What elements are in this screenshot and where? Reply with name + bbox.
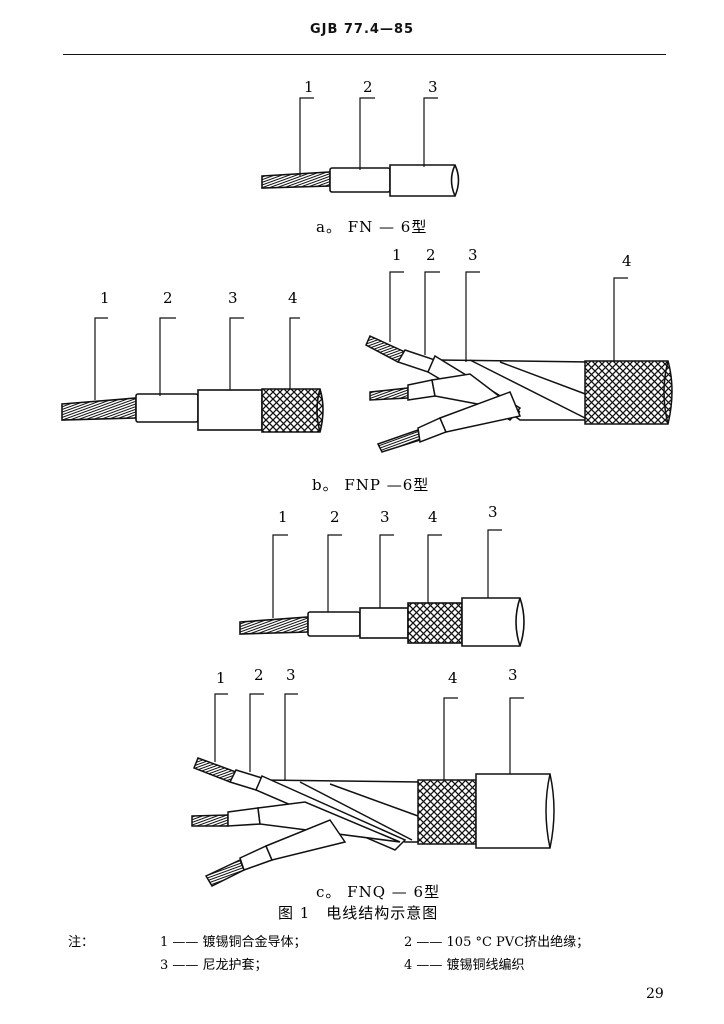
callout-c-single-4: 4 xyxy=(428,508,438,526)
caption-c: c。 FNQ — 6型 xyxy=(316,883,440,901)
legend-item-1: 1 —— 镀锡铜合金导体； xyxy=(160,934,307,950)
legend-note-label: 注： xyxy=(68,935,94,950)
callout-a-3: 3 xyxy=(428,78,438,96)
figure-a-cable xyxy=(261,164,460,197)
legend-item-4: 4 —— 镀锡铜线编织 xyxy=(404,957,525,973)
legend-item-2: 2 —— 105 °C PVC挤出绝缘； xyxy=(404,934,589,950)
figure-title: 图 1 电线结构示意图 xyxy=(278,904,438,922)
jacket-icon xyxy=(197,389,263,431)
figure-c-multi-cable xyxy=(191,757,555,887)
jacket-icon xyxy=(389,164,460,197)
callout-c-multi-3: 3 xyxy=(286,666,296,684)
callout-c-multi-2: 2 xyxy=(254,666,264,684)
insulation-icon xyxy=(135,393,199,423)
callout-b-single-3: 3 xyxy=(228,289,238,307)
callout-b-multi-1: 1 xyxy=(392,246,402,264)
figure-b-single-leaders xyxy=(94,317,300,400)
figure-b-multi-leaders xyxy=(389,271,628,362)
caption-b: b。 FNP —6型 xyxy=(312,476,429,494)
callout-b-single-4: 4 xyxy=(288,289,298,307)
conductor-icon xyxy=(261,171,331,189)
conductor-icon xyxy=(239,616,309,635)
braid-icon xyxy=(584,360,673,425)
document-header: GJB 77.4—85 xyxy=(309,22,415,37)
page-number: 29 xyxy=(646,986,664,1002)
figure-c-single-cable xyxy=(239,597,525,647)
jacket-icon xyxy=(359,607,409,639)
insulation-icon xyxy=(329,167,391,193)
caption-a: a。 FN — 6型 xyxy=(316,218,427,236)
callout-c-single-1: 1 xyxy=(278,508,288,526)
callout-a-1: 1 xyxy=(304,78,314,96)
legend-item-3: 3 —— 尼龙护套； xyxy=(160,957,268,973)
callout-c-multi-1: 1 xyxy=(216,669,226,687)
figure-c-single-leaders xyxy=(272,529,502,618)
figure-a-leaders xyxy=(299,97,438,176)
callout-b-single-2: 2 xyxy=(163,289,173,307)
callout-b-single-1: 1 xyxy=(100,289,110,307)
figure-b-single-cable xyxy=(61,388,324,433)
outer-jacket-icon xyxy=(475,773,555,849)
callout-b-multi-3: 3 xyxy=(468,246,478,264)
callout-c-single-2: 2 xyxy=(330,508,340,526)
insulation-icon xyxy=(307,611,361,637)
callout-c-single-5: 3 xyxy=(488,503,498,521)
figure-b-multi-cable xyxy=(365,335,673,453)
braid-icon xyxy=(417,779,477,845)
callout-b-multi-2: 2 xyxy=(426,246,436,264)
braid-icon xyxy=(261,388,324,433)
callout-a-2: 2 xyxy=(363,78,373,96)
outer-jacket-icon xyxy=(461,597,525,647)
braid-icon xyxy=(407,602,463,644)
callout-c-single-3: 3 xyxy=(380,508,390,526)
conductor-icon xyxy=(61,397,137,421)
callout-c-multi-4: 4 xyxy=(448,669,458,687)
header-rule xyxy=(63,54,666,55)
callout-c-multi-5: 3 xyxy=(508,666,518,684)
figure-c-multi-leaders xyxy=(214,693,524,780)
callout-b-multi-4: 4 xyxy=(622,252,632,270)
